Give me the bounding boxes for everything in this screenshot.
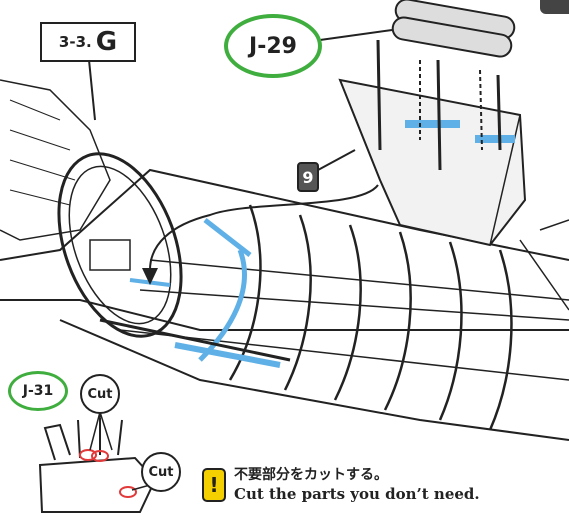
note-text: 不要部分をカットする。 Cut the parts you don’t need… (234, 466, 480, 504)
corner-badge (540, 0, 569, 14)
step-number: 3-3. (58, 33, 92, 51)
step-letter: G (95, 27, 118, 57)
paint-bottle-badge: 9 (297, 162, 319, 192)
cut-label: Cut (80, 374, 120, 414)
note-japanese: 不要部分をカットする。 (234, 467, 388, 483)
seat-assembly (338, 39, 527, 247)
cylinder-parts (391, 0, 516, 58)
j31-part-drawing (38, 411, 157, 513)
cut-label: Cut (141, 452, 181, 492)
step-label: 3-3. G (40, 22, 136, 62)
note-english: Cut the parts you don’t need. (234, 485, 480, 503)
part-label-j29: J-29 (224, 14, 322, 78)
exclamation-icon: ! (202, 468, 226, 502)
cut-note: ! 不要部分をカットする。 Cut the parts you don’t ne… (202, 466, 480, 510)
part-label-j31: J-31 (8, 371, 68, 411)
fuselage-body (0, 29, 569, 441)
